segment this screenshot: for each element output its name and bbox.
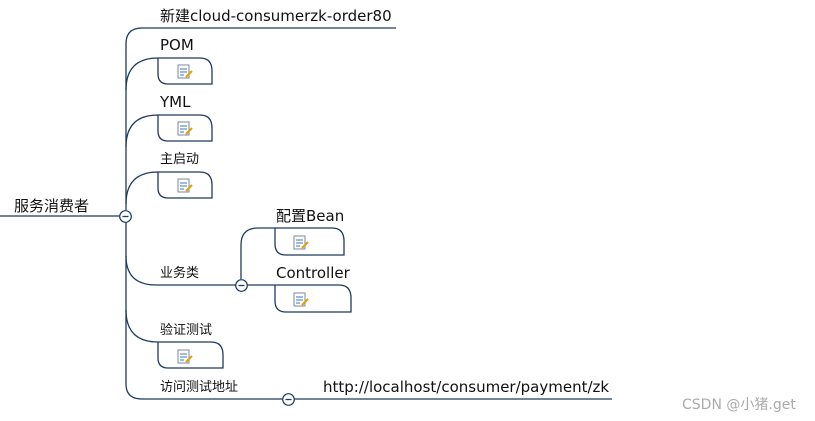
root-node-label[interactable]: 服务消费者 bbox=[14, 197, 90, 215]
topic-access-url[interactable]: 访问测试地址 bbox=[160, 380, 239, 395]
csdn-watermark: CSDN @小猪.get bbox=[682, 397, 796, 413]
sub-branch-controller bbox=[246, 284, 352, 313]
subtopic-url[interactable]: http://localhost/consumer/payment/zk bbox=[323, 378, 610, 396]
note-icon[interactable] bbox=[177, 121, 193, 136]
subtopic-controller[interactable]: Controller bbox=[276, 264, 350, 282]
collapse-minus-icon[interactable] bbox=[119, 210, 132, 223]
note-icon[interactable] bbox=[177, 178, 193, 193]
sub-branch-bean bbox=[274, 227, 345, 256]
collapse-minus-icon[interactable] bbox=[235, 279, 248, 292]
subtopic-config-bean[interactable]: 配置Bean bbox=[276, 207, 345, 225]
note-icon[interactable] bbox=[177, 64, 193, 79]
topic-business[interactable]: 业务类 bbox=[160, 266, 200, 281]
note-icon[interactable] bbox=[177, 349, 193, 364]
branch-main bbox=[125, 171, 213, 205]
collapse-minus-icon[interactable] bbox=[282, 393, 295, 406]
topic-yml[interactable]: YML bbox=[160, 93, 191, 111]
topic-verify[interactable]: 验证测试 bbox=[160, 323, 213, 338]
note-icon[interactable] bbox=[293, 292, 309, 307]
trunk-top bbox=[125, 27, 396, 210]
topic-pom[interactable]: POM bbox=[160, 36, 194, 54]
topic-create-project[interactable]: 新建cloud-consumerzk-order80 bbox=[160, 7, 392, 25]
topic-main-class[interactable]: 主启动 bbox=[160, 152, 200, 167]
branch-verify bbox=[125, 309, 224, 369]
branch-pom bbox=[125, 57, 213, 91]
note-icon[interactable] bbox=[293, 235, 309, 250]
branch-business bbox=[125, 255, 236, 286]
sub-trunk-top bbox=[240, 227, 275, 279]
branch-yml bbox=[125, 114, 213, 148]
trunk-bottom bbox=[125, 222, 283, 400]
